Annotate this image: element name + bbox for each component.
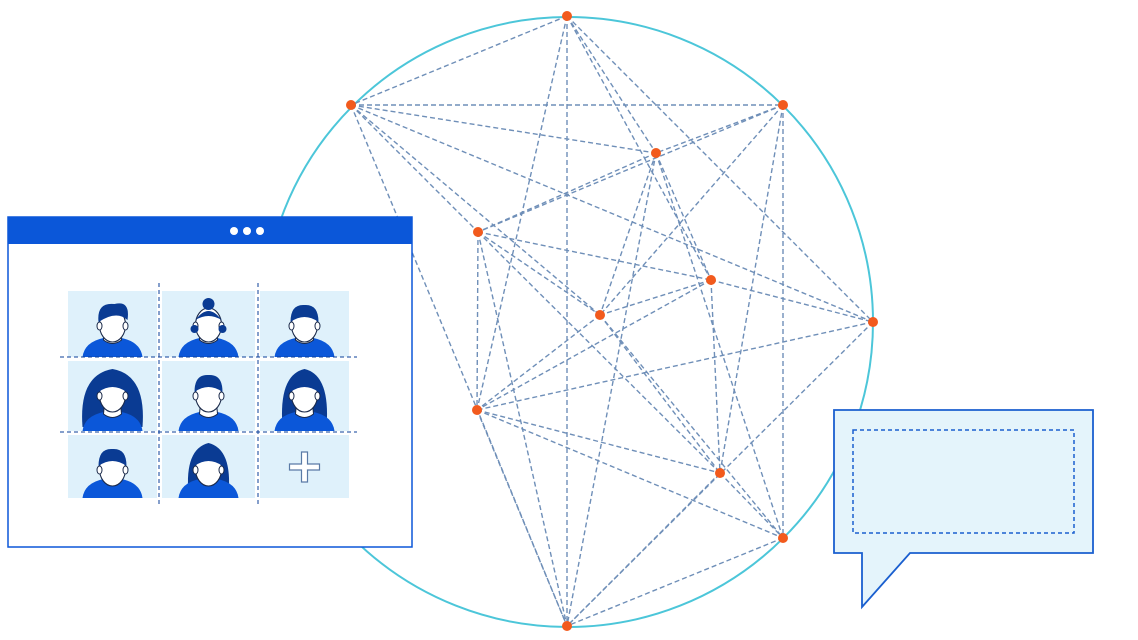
- participant-tile[interactable]: [260, 435, 349, 498]
- person-avatar-icon: [82, 448, 143, 498]
- network-node: [706, 275, 716, 285]
- network-edge: [710, 279, 721, 474]
- three-dots-icon[interactable]: [230, 227, 264, 235]
- network-edge: [599, 152, 657, 316]
- network-node: [778, 100, 788, 110]
- network-node: [562, 11, 572, 21]
- network-edge: [566, 15, 712, 281]
- video-call-window: [7, 216, 413, 548]
- network-edge: [350, 104, 657, 154]
- network-edge: [476, 314, 601, 411]
- chat-bubble-shape: [833, 409, 1094, 610]
- network-edge: [599, 279, 712, 316]
- network-edge: [350, 104, 479, 233]
- network-edge: [566, 15, 874, 323]
- network-edge: [719, 104, 784, 474]
- network-edge: [655, 104, 784, 154]
- person-avatar-icon: [274, 369, 335, 431]
- person-avatar-icon: [178, 374, 239, 431]
- network-edge: [599, 104, 784, 316]
- participant-tile[interactable]: [68, 435, 157, 498]
- network-edge: [477, 104, 784, 233]
- network-node: [346, 100, 356, 110]
- network-edge: [350, 104, 601, 316]
- person-avatar-icon: [82, 303, 143, 357]
- network-edge: [477, 231, 601, 316]
- participant-tile[interactable]: [260, 291, 349, 357]
- network-node: [778, 533, 788, 543]
- network-node: [715, 468, 725, 478]
- network-node: [473, 227, 483, 237]
- network-node: [595, 310, 605, 320]
- network-edge: [710, 279, 874, 323]
- network-edge: [350, 104, 568, 627]
- network-edge: [476, 231, 479, 411]
- network-edge: [476, 321, 874, 411]
- network-edges: [350, 15, 874, 627]
- network-edge: [477, 231, 721, 474]
- network-edge: [655, 152, 712, 281]
- network-edge: [476, 15, 568, 411]
- participant-tile[interactable]: [162, 361, 255, 431]
- participant-tile[interactable]: [68, 361, 157, 431]
- participant-grid-lines: [60, 283, 357, 505]
- person-avatar-icon: [82, 369, 143, 431]
- participant-grid: [60, 283, 357, 505]
- network-edge: [477, 152, 657, 233]
- plus-icon[interactable]: [288, 451, 321, 483]
- network-edge: [599, 314, 721, 474]
- network-edge: [566, 15, 657, 154]
- participant-tile[interactable]: [68, 291, 157, 357]
- network-edge: [719, 472, 784, 539]
- person-avatar-icon: [178, 443, 239, 498]
- network-node: [472, 405, 482, 415]
- participant-tile[interactable]: [260, 361, 349, 431]
- network-edge: [566, 537, 784, 627]
- chat-message-box[interactable]: [852, 429, 1075, 534]
- chat-bubble: [833, 409, 1094, 610]
- person-avatar-icon: [274, 304, 335, 357]
- network-node: [562, 621, 572, 631]
- network-edge: [476, 279, 712, 411]
- network-node: [651, 148, 661, 158]
- network-edge: [476, 409, 784, 539]
- network-edge: [566, 472, 721, 627]
- network-node: [868, 317, 878, 327]
- network-edge: [476, 409, 568, 627]
- network-edge: [476, 409, 721, 474]
- network-edge: [655, 152, 784, 539]
- network-edge: [599, 314, 784, 539]
- window-title-bar: [8, 217, 412, 244]
- person-avatar-icon: [178, 298, 239, 357]
- participant-tile[interactable]: [162, 435, 255, 498]
- network-edge: [350, 15, 568, 106]
- network-edge: [350, 104, 874, 323]
- network-edge: [566, 152, 657, 627]
- network-nodes: [346, 11, 878, 631]
- participant-tile[interactable]: [162, 291, 255, 357]
- network-globe: [262, 11, 878, 631]
